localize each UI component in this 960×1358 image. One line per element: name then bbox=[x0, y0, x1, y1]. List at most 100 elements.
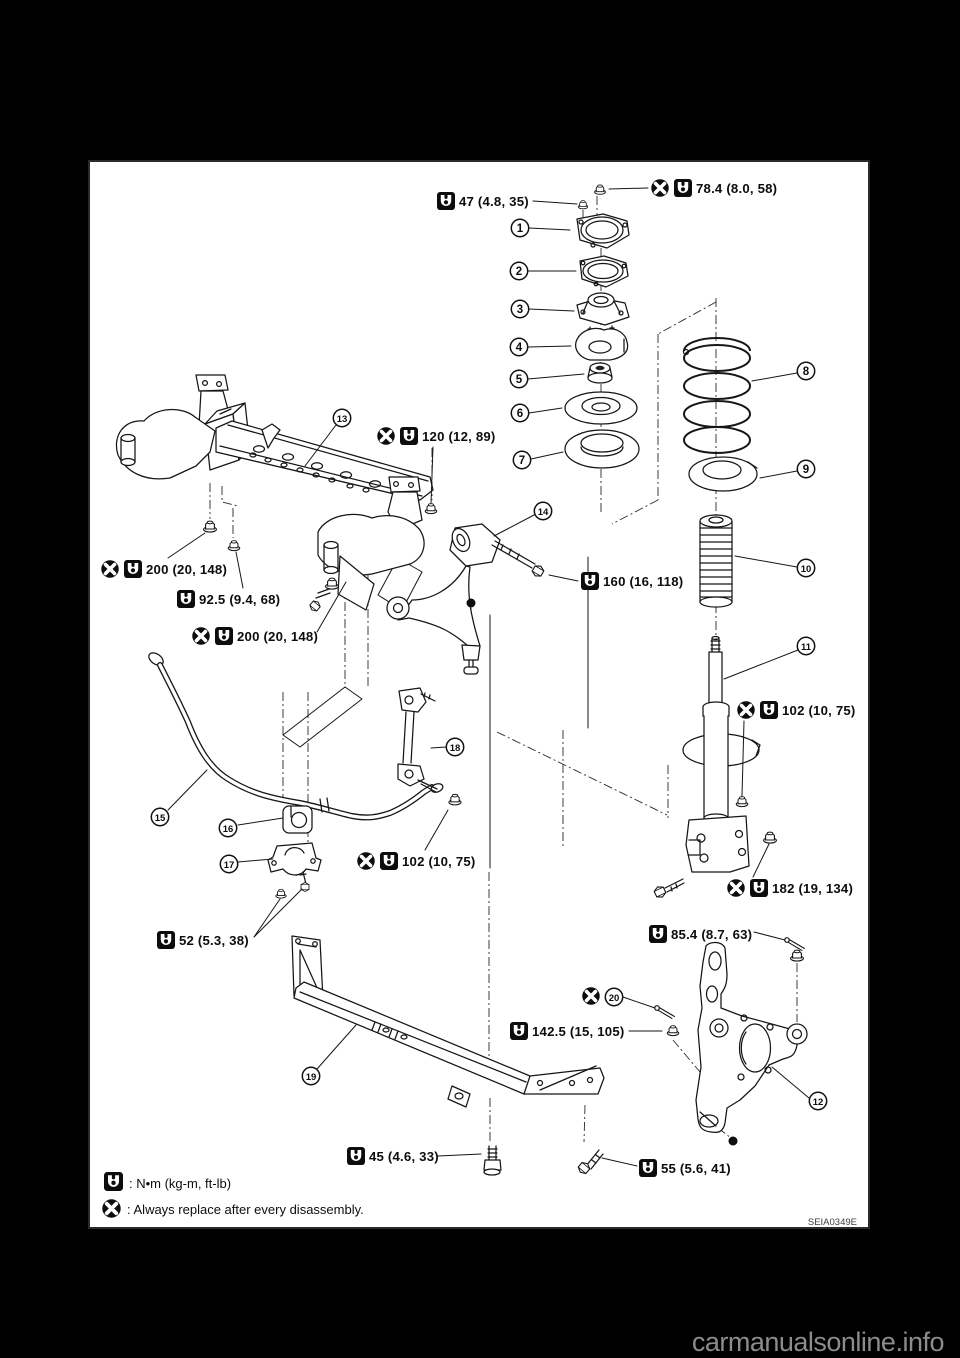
part-number-bubble bbox=[509, 369, 529, 389]
callout-torque-52: 52 (5.3, 38) bbox=[157, 888, 303, 949]
replace-icon bbox=[727, 879, 745, 897]
part-number-bubble bbox=[509, 261, 529, 281]
callout-replace-120: 120 (12, 89) bbox=[377, 427, 496, 504]
torque-wrench-icon bbox=[400, 427, 418, 445]
part-number-text: 2 bbox=[516, 266, 522, 278]
part-number-text: 14 bbox=[538, 507, 549, 518]
callout-replace-200-lower: 200 (20, 148) bbox=[192, 581, 347, 645]
part-callout-11: 11 bbox=[723, 636, 816, 680]
callout-text: 92.5 (9.4, 68) bbox=[199, 592, 280, 607]
part-callout-12: 12 bbox=[771, 1066, 828, 1111]
callout-torque-142-5: 142.5 (15, 105) bbox=[510, 1022, 663, 1040]
part-callout-1: 1 bbox=[510, 218, 571, 238]
part-number-text: 18 bbox=[450, 743, 461, 754]
callout-torque-92-5: 92.5 (9.4, 68) bbox=[177, 551, 280, 608]
lower-crossbar bbox=[291, 935, 605, 1108]
strut-boot bbox=[699, 514, 733, 608]
replace-icon bbox=[101, 560, 119, 578]
part-number-text: 15 bbox=[155, 813, 166, 824]
callout-replace-200-upper: 200 (20, 148) bbox=[101, 532, 227, 578]
part-number-bubble bbox=[332, 408, 352, 428]
part-number-bubble bbox=[510, 299, 530, 319]
stabilizer-connecting-rod bbox=[397, 687, 462, 806]
torque-wrench-icon bbox=[157, 931, 175, 949]
part-number-text: 19 bbox=[306, 1072, 317, 1083]
figure-reference-code: SEIA0349E bbox=[808, 1217, 857, 1228]
callout-text: 55 (5.6, 41) bbox=[661, 1161, 731, 1176]
part-number-text: 9 bbox=[803, 464, 809, 476]
part-number-bubble bbox=[150, 807, 170, 827]
callout-text: 120 (12, 89) bbox=[422, 429, 496, 444]
torque-wrench-icon bbox=[104, 1172, 123, 1191]
replace-icon bbox=[582, 987, 600, 1005]
torque-wrench-icon bbox=[380, 852, 398, 870]
part-number-text: 11 bbox=[801, 642, 812, 653]
callout-text: 102 (10, 75) bbox=[402, 854, 476, 869]
replace-icon bbox=[102, 1199, 121, 1218]
callout-text: 102 (10, 75) bbox=[782, 703, 856, 718]
part-callout-20: 20 bbox=[604, 987, 656, 1009]
torque-callouts-layer: 47 (4.8, 35)78.4 (8.0, 58)120 (12, 89)20… bbox=[101, 179, 855, 1177]
part-number-text: 13 bbox=[337, 414, 348, 425]
part-number-text: 20 bbox=[609, 993, 620, 1004]
torque-wrench-icon bbox=[674, 179, 692, 197]
stabilizer-bracket bbox=[267, 842, 322, 899]
part-number-text: 4 bbox=[516, 342, 523, 354]
part-number-text: 10 bbox=[801, 564, 812, 575]
part-number-bubble bbox=[533, 501, 553, 521]
part-number-bubble bbox=[510, 218, 530, 238]
replace-icon bbox=[357, 852, 375, 870]
part-number-text: 7 bbox=[519, 455, 525, 467]
part-number-bubble bbox=[512, 450, 532, 470]
callout-text: 45 (4.6, 33) bbox=[369, 1149, 439, 1164]
torque-wrench-icon bbox=[177, 590, 195, 608]
position-dot bbox=[466, 598, 476, 608]
lower-control-arm bbox=[386, 523, 546, 675]
part-callout-5: 5 bbox=[509, 369, 585, 389]
strut-assembly bbox=[652, 635, 777, 900]
part-callout-14: 14 bbox=[493, 501, 553, 537]
torque-wrench-icon bbox=[639, 1159, 657, 1177]
part-number-text: 12 bbox=[813, 1097, 824, 1108]
callout-text: 52 (5.3, 38) bbox=[179, 933, 249, 948]
part-callout-7: 7 bbox=[512, 450, 564, 470]
part-callout-19: 19 bbox=[301, 1024, 357, 1086]
callout-torque-55: 55 (5.6, 41) bbox=[601, 1157, 731, 1177]
callout-torque-160: 160 (16, 118) bbox=[548, 572, 683, 590]
part-number-text: 16 bbox=[223, 824, 234, 835]
part-callout-8: 8 bbox=[751, 361, 816, 382]
torque-wrench-icon bbox=[750, 879, 768, 897]
torque-wrench-icon bbox=[760, 701, 778, 719]
part-callout-17: 17 bbox=[219, 854, 274, 874]
position-dot bbox=[728, 1136, 738, 1146]
part-number-text: 17 bbox=[224, 860, 235, 871]
part-number-text: 6 bbox=[517, 408, 523, 420]
knuckle-bolt-55 bbox=[576, 1149, 604, 1177]
steering-knuckle bbox=[652, 936, 808, 1146]
callout-text: 142.5 (15, 105) bbox=[532, 1024, 624, 1039]
part-number-bubble bbox=[796, 361, 816, 381]
strut-mount-stack bbox=[564, 184, 640, 469]
spring-lower-seat bbox=[688, 456, 758, 492]
callout-replace-182: 182 (19, 134) bbox=[727, 843, 853, 897]
front-suspension-member bbox=[115, 374, 438, 614]
replace-icon bbox=[651, 179, 669, 197]
torque-wrench-icon bbox=[124, 560, 142, 578]
callout-text: 47 (4.8, 35) bbox=[459, 194, 529, 209]
torque-wrench-icon bbox=[581, 572, 599, 590]
callout-replace-cotter-pin bbox=[582, 987, 600, 1005]
part-callout-13: 13 bbox=[304, 408, 352, 467]
part-number-bubble bbox=[796, 558, 816, 578]
callout-text: 200 (20, 148) bbox=[237, 629, 318, 644]
legend: : N•m (kg-m, ft-lb) : Always replace aft… bbox=[102, 1172, 364, 1218]
torque-wrench-icon bbox=[215, 627, 233, 645]
part-number-bubble bbox=[796, 459, 816, 479]
part-number-bubble bbox=[510, 403, 530, 423]
torque-wrench-icon bbox=[347, 1147, 365, 1165]
part-callout-9: 9 bbox=[759, 459, 816, 479]
part-number-bubble bbox=[219, 854, 239, 874]
part-number-bubble bbox=[445, 737, 465, 757]
